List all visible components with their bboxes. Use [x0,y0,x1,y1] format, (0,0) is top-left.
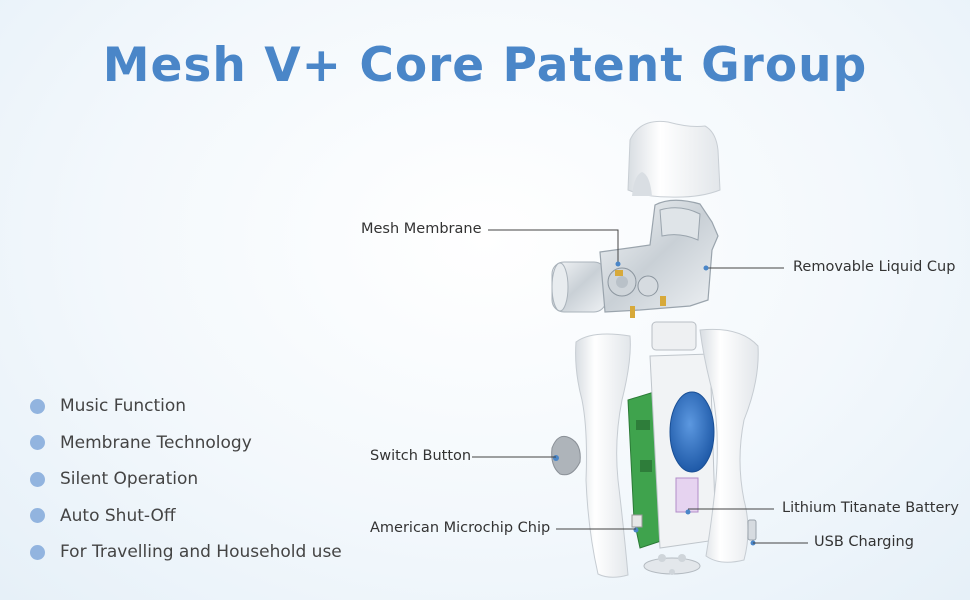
bullet-icon [30,398,45,414]
callout-american-microchip: American Microchip Chip [370,520,551,536]
top-cap-part [627,120,721,198]
callout-lines [472,229,808,544]
feature-label: Music Function [60,396,187,417]
feature-item: Membrane Technology [30,425,342,462]
callout-removable-liquid-cup: Removable Liquid Cup [793,259,956,275]
callout-mesh-membrane: Mesh Membrane [361,221,482,237]
bottom-base-part [643,554,701,575]
switch-button-part [551,435,581,476]
callout-switch-button: Switch Button [370,448,472,464]
bullet-icon [30,544,45,560]
right-shell-part [699,328,759,563]
bullet-icon [30,471,45,487]
feature-item: Auto Shut-Off [30,498,342,535]
bullet-icon [30,508,45,524]
inner-frame-part [649,321,717,549]
feature-item: Music Function [30,388,342,425]
feature-item: For Travelling and Household use [30,534,342,571]
page-title: Mesh V+ Core Patent Group [102,38,868,93]
feature-label: For Travelling and Household use [60,542,342,563]
feature-item: Silent Operation [30,461,342,498]
feature-label: Silent Operation [60,469,199,490]
callout-lithium-battery: Lithium Titanate Battery [782,500,959,516]
liquid-cup-part [551,199,719,318]
left-shell-part [575,333,631,578]
callout-dots [615,261,709,271]
feature-label: Membrane Technology [60,432,252,453]
feature-label: Auto Shut-Off [60,505,176,526]
feature-list: Music Function Membrane Technology Silen… [30,388,342,571]
bullet-icon [30,435,45,451]
callout-usb-charging: USB Charging [814,534,914,550]
